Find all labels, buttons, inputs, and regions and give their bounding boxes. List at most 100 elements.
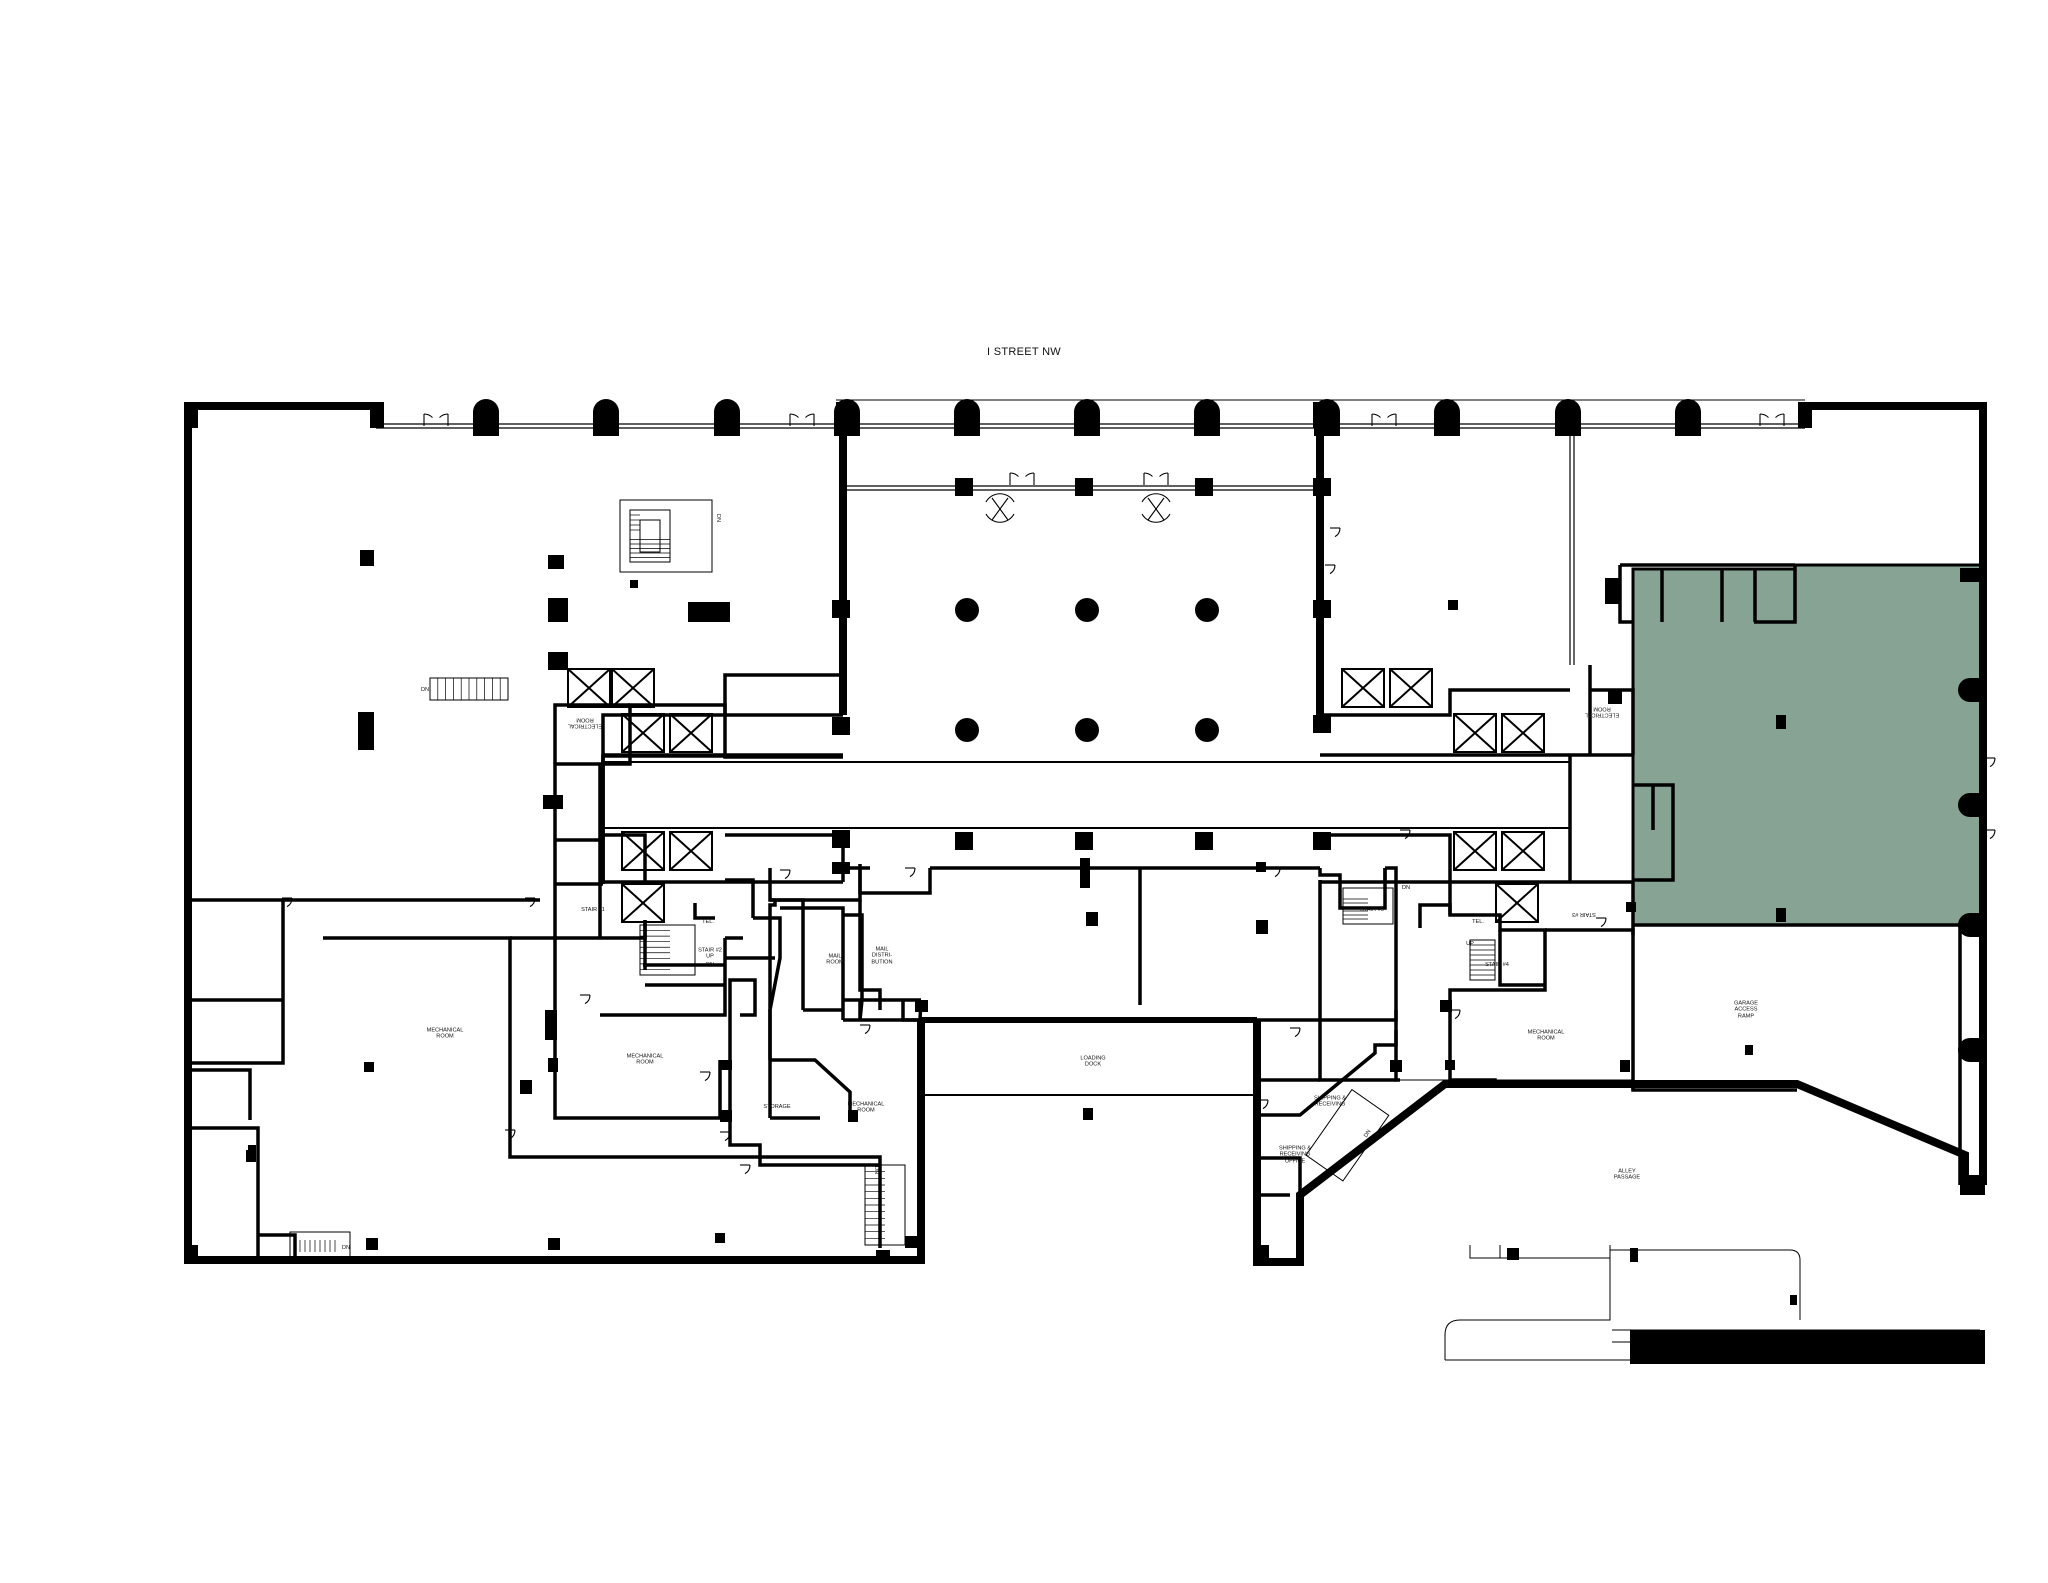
door-swing: [864, 1024, 871, 1035]
door-swing: [1600, 917, 1607, 928]
column: [1798, 402, 1812, 428]
elevator: [1501, 831, 1545, 871]
column: [1440, 1000, 1452, 1012]
electrical-room-west-label: ELECTRICAL ROOM: [567, 716, 603, 729]
door-swing: [1159, 472, 1169, 477]
column: [1745, 1045, 1753, 1055]
column: [548, 1238, 560, 1250]
elevator-cross: [621, 883, 665, 923]
round-column: [1075, 598, 1099, 622]
column: [1605, 578, 1619, 604]
door-swing: [744, 1164, 751, 1175]
column: [1075, 832, 1093, 850]
column: [1390, 1060, 1402, 1072]
column: [184, 402, 198, 428]
elevator-cross: [1501, 713, 1545, 753]
elevator-cross: [1495, 883, 1539, 923]
elevator-cross: [1501, 831, 1545, 871]
elevator: [1453, 713, 1497, 753]
door-swing: [1371, 413, 1381, 418]
column: [1620, 1060, 1630, 1072]
up-east-label: UP: [1466, 940, 1474, 947]
column: [548, 555, 564, 569]
column: [1776, 715, 1786, 729]
elevators: [567, 668, 1545, 923]
door-swing: [1989, 829, 1996, 840]
door-swing: [439, 413, 449, 418]
round-column: [955, 598, 979, 622]
column: [1195, 478, 1213, 496]
column: [1445, 1060, 1455, 1070]
elevator-cross: [669, 713, 713, 753]
dn-label: DN: [1401, 884, 1411, 891]
door-swing: [724, 1131, 731, 1142]
column: [955, 832, 973, 850]
column: [1080, 858, 1090, 888]
column: [1256, 920, 1268, 934]
column: [1086, 912, 1098, 926]
doors: [282, 413, 1996, 1175]
round-columns: [955, 598, 1219, 742]
column: [1083, 1108, 1093, 1118]
door-swing: [584, 994, 591, 1005]
elevator-cross: [1389, 668, 1433, 708]
arched-pier: [834, 399, 860, 436]
column: [832, 862, 850, 874]
door-swing: [784, 869, 791, 880]
elevator: [567, 668, 611, 708]
door-swing: [509, 1129, 516, 1140]
column: [548, 1058, 558, 1072]
column: [1075, 478, 1093, 496]
column: [920, 1000, 928, 1012]
column: [543, 795, 563, 809]
door-swing: [1294, 1027, 1301, 1038]
door-swing: [1009, 472, 1019, 477]
column: [364, 1062, 374, 1072]
door-swing: [529, 897, 536, 908]
column: [1256, 862, 1266, 872]
elevator: [1341, 668, 1385, 708]
arched-pier: [714, 399, 740, 436]
elevator: [1389, 668, 1433, 708]
mail-distribution-label: MAIL DISTRI- BUTION: [871, 946, 893, 966]
elevator-cross: [1341, 668, 1385, 708]
arched-pier: [1958, 913, 1983, 937]
stair-treads: [294, 514, 1495, 1252]
elevator: [1495, 883, 1539, 923]
arched-pier: [1074, 399, 1100, 436]
door-swing: [1262, 1099, 1269, 1110]
stair-3-label: STAIR #3: [1572, 911, 1596, 918]
dn-label: DN: [420, 686, 430, 693]
door-swing: [1759, 413, 1769, 418]
column: [905, 1236, 917, 1248]
arched-piers: [473, 399, 1983, 1062]
stair-1-label: STAIR #1: [581, 906, 605, 913]
dn-label: DN: [341, 1244, 351, 1251]
elevator-cross: [1453, 713, 1497, 753]
loading-dock-label: LOADING DOCK: [1080, 1055, 1106, 1068]
misc-lines: [1257, 1079, 1980, 1361]
shipping-receiving-office-label: SHIPPING & RECEIVING OFFICE: [1278, 1145, 1312, 1165]
column: [358, 712, 374, 750]
column: [688, 602, 730, 622]
elevator: [1501, 713, 1545, 753]
column: [1313, 600, 1331, 618]
dn-label: DN: [705, 961, 715, 968]
solid-blocks: [1253, 1248, 1985, 1364]
mail-room-label: MAIL ROOM: [826, 953, 844, 966]
dn-label: DN: [715, 513, 722, 523]
street-facade: [376, 399, 1805, 665]
column: [246, 1150, 256, 1162]
tel-east-label: TEL.: [1472, 918, 1484, 925]
mechanical-room-2-label: MECHANICAL ROOM: [626, 1053, 664, 1066]
door-swing: [1404, 829, 1411, 840]
elevator: [1453, 831, 1497, 871]
highlighted-space[interactable]: [1631, 563, 1985, 927]
door-swing: [789, 413, 799, 418]
round-column: [1195, 718, 1219, 742]
column: [1776, 908, 1786, 922]
storage-label: STORAGE: [763, 1103, 791, 1110]
door-swing: [909, 867, 916, 878]
column: [876, 1250, 890, 1262]
elevator: [669, 831, 713, 871]
